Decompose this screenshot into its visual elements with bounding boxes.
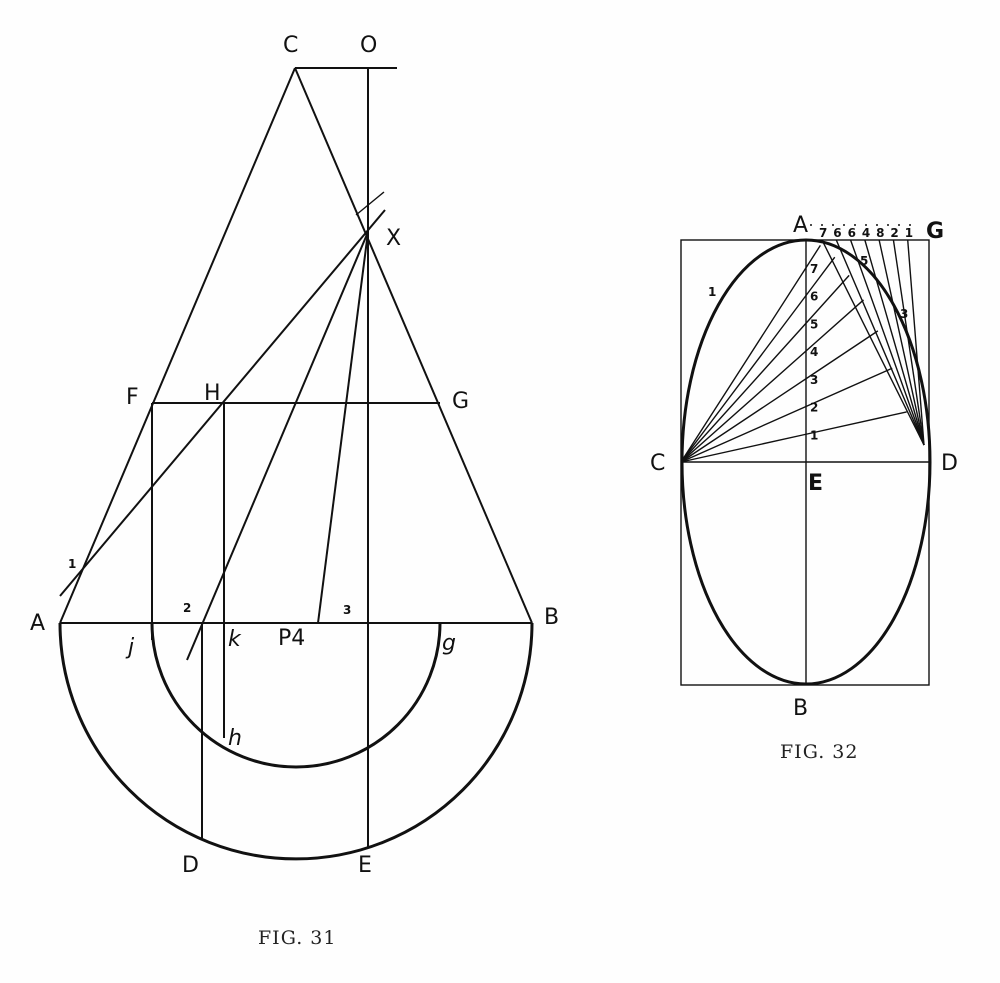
label-o: O <box>360 33 377 58</box>
axis-number: 6 <box>810 290 818 304</box>
label-c: C <box>650 451 665 476</box>
axis-number: 1 <box>810 428 818 442</box>
arc-mark-x <box>355 191 385 216</box>
label-h-upper: H <box>204 381 221 406</box>
fan-line-c <box>680 433 807 463</box>
fan-line-c-ext <box>805 330 879 380</box>
top-number: 1 <box>905 226 913 240</box>
fan-line-d <box>821 239 925 446</box>
fan-line-d <box>849 239 925 446</box>
fan-line-c-ext <box>805 299 864 352</box>
axis-number: 7 <box>810 262 818 276</box>
fan-line-c <box>680 405 807 463</box>
label-d: D <box>941 451 958 476</box>
fan-line-d <box>892 239 925 446</box>
outer-semicircle <box>58 622 534 861</box>
fan-line-c-ext <box>805 274 850 324</box>
fan-lines-from-c <box>680 245 907 463</box>
label-curve-3: 3 <box>900 307 908 321</box>
top-number: 6 <box>833 226 841 240</box>
label-p4: P4 <box>278 626 305 651</box>
axis-number: 4 <box>810 345 818 359</box>
label-2: 2 <box>183 601 191 615</box>
label-a: A <box>793 213 808 238</box>
label-b: B <box>544 605 559 630</box>
fan-line-c-ext <box>805 256 836 296</box>
label-1: 1 <box>68 557 76 571</box>
fan-line-d <box>878 239 925 446</box>
label-d: D <box>182 853 199 878</box>
top-number: 8 <box>876 226 884 240</box>
axis-numbers: 7 6 5 4 3 2 1 <box>810 262 818 443</box>
line-c-b <box>294 67 533 624</box>
label-3: 3 <box>343 603 351 617</box>
label-curve-5: 5 <box>860 254 868 268</box>
label-g: G <box>452 389 469 414</box>
fan-line-d <box>835 239 925 446</box>
label-j: j <box>125 635 135 660</box>
axis-number: 3 <box>810 373 818 387</box>
top-number: 7 <box>819 226 827 240</box>
top-number: 6 <box>848 226 856 240</box>
label-f: F <box>126 385 139 410</box>
label-g-lower: g <box>442 631 456 656</box>
top-number: 4 <box>862 226 870 240</box>
fan-line-c <box>680 295 807 463</box>
caption-fig32: FIG. 32 <box>780 741 858 763</box>
label-e: E <box>358 853 372 878</box>
label-h: h <box>228 726 242 751</box>
line-x-1 <box>59 209 386 597</box>
label-k: k <box>228 627 242 652</box>
caption-fig31: FIG. 31 <box>258 927 336 949</box>
line-c-a <box>59 67 296 624</box>
fan-line-c-ext <box>805 245 821 269</box>
line-x-2 <box>186 231 369 661</box>
fan-line-c-ext <box>805 411 907 435</box>
fan-line-c <box>680 350 807 463</box>
label-c: C <box>283 33 298 58</box>
line-x-p <box>317 231 369 624</box>
inner-semicircle <box>150 622 442 769</box>
label-x: X <box>386 226 401 251</box>
fan-line-c <box>680 378 807 463</box>
axis-number: 5 <box>810 317 818 331</box>
fan-line-c-ext <box>805 367 893 408</box>
fan-lines-from-d <box>821 239 925 446</box>
fan-line-c <box>680 322 807 463</box>
label-e: E <box>808 471 823 496</box>
fan-line-c <box>680 267 807 463</box>
top-number: 2 <box>890 226 898 240</box>
fan-line-d <box>864 239 925 446</box>
fig31: C O X F H G 1 A 2 k P4 3 B j g h D E FIG… <box>30 33 559 949</box>
label-b: B <box>793 696 808 721</box>
label-curve-1: 1 <box>708 285 716 299</box>
axis-number: 2 <box>810 401 818 415</box>
label-g: G <box>926 219 944 244</box>
fan-line-d <box>907 239 925 446</box>
label-a: A <box>30 611 45 636</box>
